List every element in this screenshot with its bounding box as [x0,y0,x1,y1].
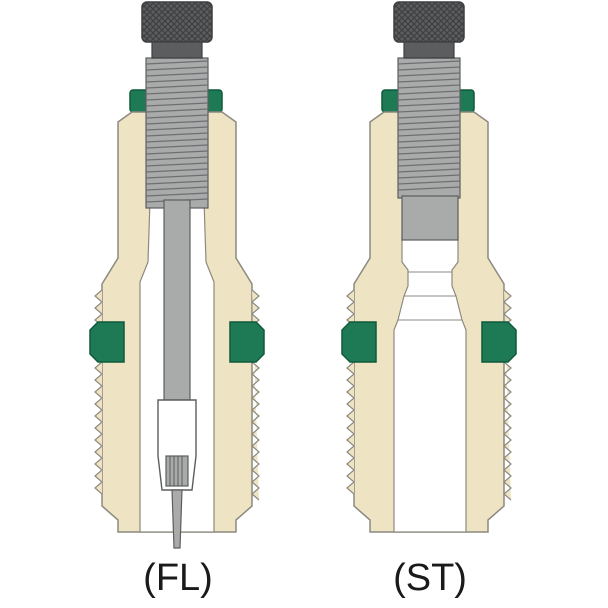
fl-lock-nut-right [229,321,265,363]
st-cap-neck [403,41,455,59]
st-lock-nut [341,321,377,363]
fl-decapping-rod [163,199,191,401]
st-stem-threads [397,60,461,191]
fl-label: (FL) [143,557,213,599]
fl-expander-lines [169,456,183,486]
fl-expander-knurl [165,455,189,487]
st-label: (ST) [393,557,467,599]
fl-knurled-cap [141,1,213,43]
fl-decapping-pin [171,489,183,549]
st-inner-bore [393,235,467,533]
fl-left-threads [94,289,103,495]
st-left-threads [346,289,355,495]
st-seating-plug [401,195,459,241]
st-die [341,1,517,533]
st-knurled-cap [393,1,465,43]
st-lock-nut-right [481,321,517,363]
fl-lock-nut [89,321,125,363]
fl-cap-neck [151,41,203,59]
fl-die [89,1,265,549]
